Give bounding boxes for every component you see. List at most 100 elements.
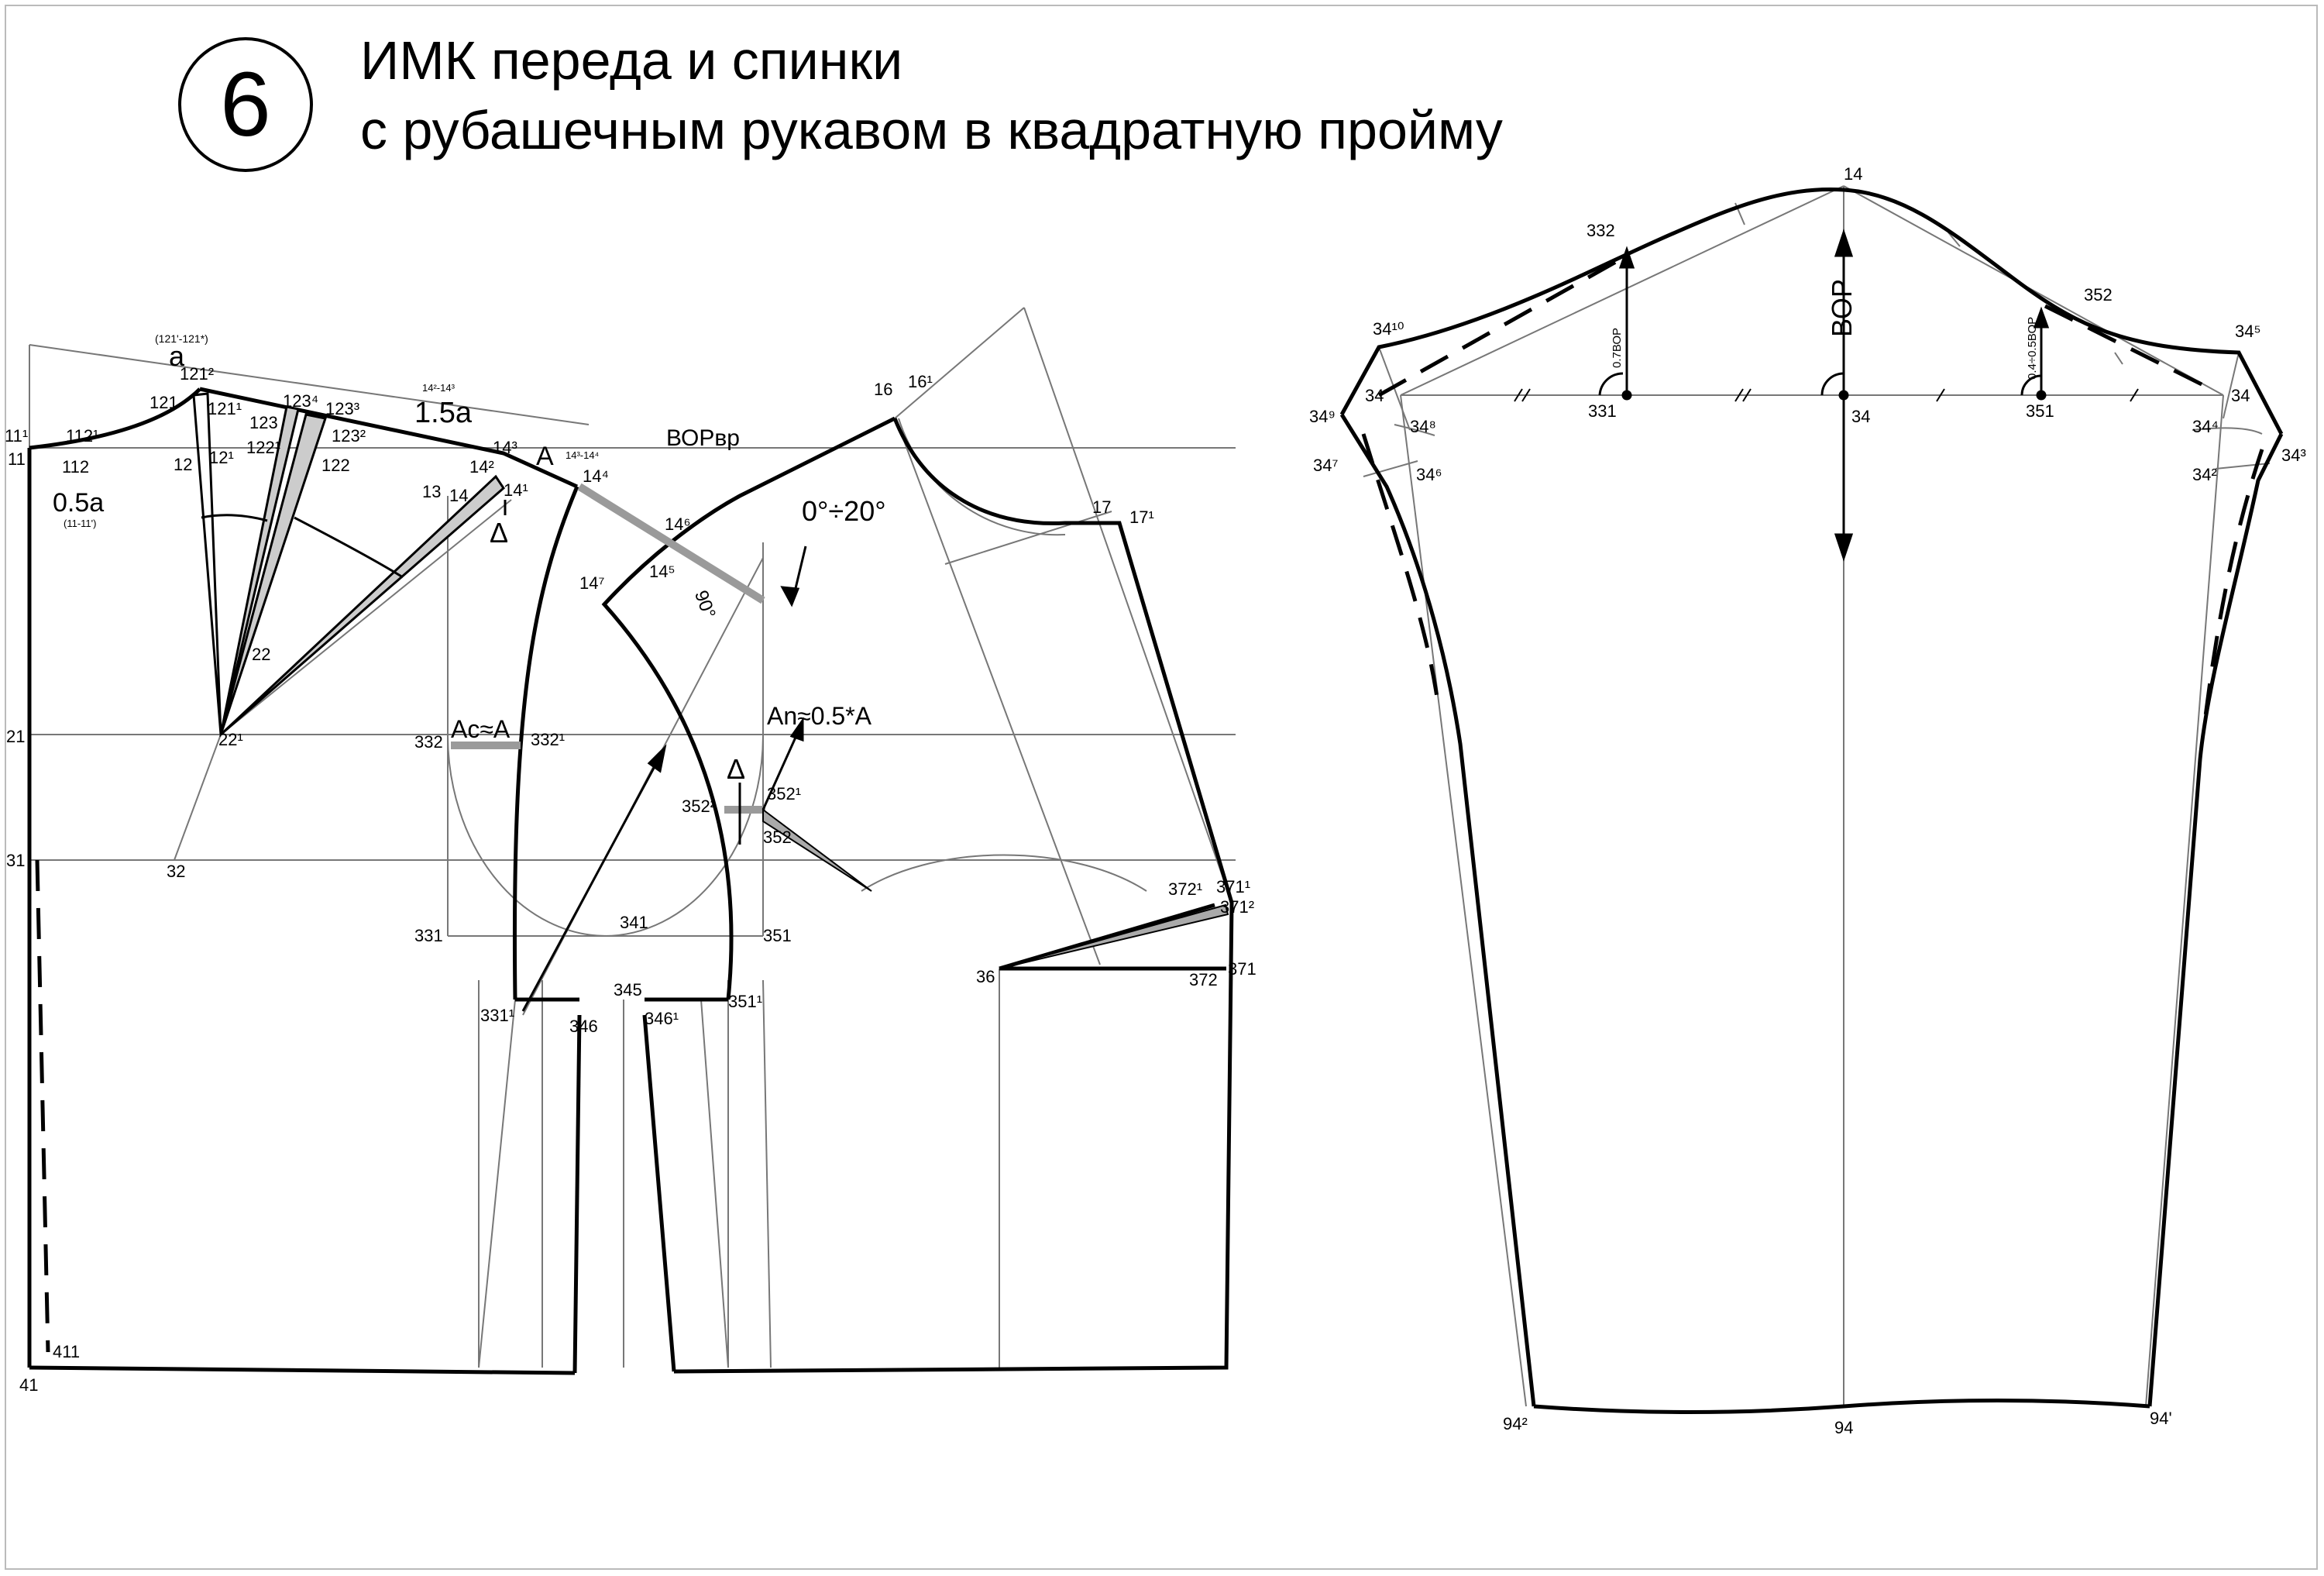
point-21: 21	[6, 727, 25, 746]
label-a-note: (121'-121*)	[155, 332, 208, 345]
point-352-1: 352¹	[767, 784, 801, 803]
point-411: 411	[53, 1342, 80, 1361]
point-14-7: 14⁷	[579, 573, 604, 593]
label-angle-range: 0°÷20°	[802, 495, 886, 527]
sleeve-point-34-3: 34³	[2281, 446, 2306, 465]
point-36: 36	[976, 967, 995, 986]
point-14-6: 14⁶	[665, 514, 691, 534]
sleeve-point-14: 14	[1844, 164, 1862, 184]
point-22: 22	[252, 645, 270, 664]
point-341: 341	[620, 913, 648, 932]
bodice-dashed	[35, 859, 50, 1353]
sleeve-point-34-5: 34⁵	[2235, 322, 2261, 341]
point-121-1: 121¹	[208, 399, 242, 418]
point-331: 331	[414, 926, 443, 945]
sleeve-point-34-7: 34⁷	[1313, 456, 1338, 475]
point-352: 352	[763, 828, 792, 847]
sleeve-point-34-prime: 34'	[1365, 386, 1387, 405]
sleeve-dashed	[1361, 253, 2264, 729]
label-A: A	[536, 442, 554, 471]
label-vop-vr: ВОРвр	[666, 425, 740, 451]
point-14-4: 14⁴	[583, 466, 609, 486]
label-1-5a-note: 14²-14³	[422, 382, 456, 394]
sleeve-point-331: 331	[1588, 401, 1617, 421]
point-12: 12	[174, 455, 192, 474]
point-371-1: 371¹	[1216, 877, 1250, 896]
title-line-2: с рубашечным рукавом в квадратную пройму	[360, 100, 1503, 160]
point-14-1: 14¹	[504, 480, 528, 500]
point-16-1: 16¹	[908, 372, 933, 391]
sleeve-point-332: 332	[1587, 221, 1615, 240]
sleeve-point-34: 34	[1851, 407, 1870, 426]
point-16: 16	[874, 380, 892, 399]
point-17: 17	[1092, 497, 1111, 517]
label-a: a	[169, 340, 185, 372]
point-13: 13	[422, 482, 441, 501]
point-11-1: 11¹	[5, 426, 28, 446]
sleeve-point-34-right: 34	[2231, 386, 2250, 405]
point-31: 31	[6, 851, 25, 870]
point-345: 345	[614, 980, 642, 1000]
label-half-a-note: (11-11')	[64, 518, 96, 529]
point-346-1: 346¹	[645, 1009, 679, 1028]
sleeve-labels: ВОР 0.7ВОР 0.4÷0.5ВОР 14 332 352 34¹⁰ 34…	[1309, 164, 2306, 1437]
side-wedge	[762, 808, 872, 892]
sleeve-arrows	[1598, 229, 2050, 562]
sleeve-point-34-4: 34⁴	[2192, 417, 2219, 436]
dart-shapes	[192, 392, 505, 736]
bodice-arrows	[504, 500, 807, 1012]
point-351: 351	[763, 926, 792, 945]
point-17-1: 17¹	[1129, 508, 1154, 527]
point-11: 11	[8, 449, 26, 469]
sleeve-point-34-2: 34²	[2192, 465, 2217, 484]
point-122-1: 122¹	[246, 438, 280, 457]
label-0-4-0-5vop: 0.4÷0.5ВОР	[2026, 317, 2039, 380]
point-371: 371	[1228, 959, 1257, 979]
label-0-7vop: 0.7ВОР	[1611, 328, 1624, 368]
title-line-1: ИМК переда и спинки	[360, 30, 903, 91]
point-14-3: 14³	[493, 438, 517, 457]
sleeve-point-94-2: 94²	[1503, 1414, 1528, 1433]
point-14-2: 14²	[469, 457, 494, 477]
sleeve-construction-lines	[1363, 185, 2271, 1407]
bodice-labels: a (121'-121*) 0.5a (11-11') 1.5a 14²-14³…	[5, 332, 1257, 1395]
label-1-5a: 1.5a	[414, 397, 473, 429]
figure-number: 6	[220, 53, 271, 156]
point-372-1: 372¹	[1168, 879, 1202, 899]
point-351-1: 351¹	[728, 992, 762, 1011]
label-right-angle: 90°	[690, 587, 720, 621]
sleeve-point-94: 94	[1834, 1418, 1853, 1437]
point-123: 123	[249, 413, 278, 432]
point-352-2: 352²	[682, 797, 716, 816]
point-346: 346	[569, 1017, 598, 1036]
sleeve-point-34-8: 34⁸	[1410, 417, 1436, 436]
side-wedge-2	[999, 903, 1229, 969]
point-32: 32	[167, 862, 185, 881]
label-an: An≈0.5*A	[767, 702, 872, 730]
grey-bands	[451, 483, 765, 814]
point-112-1: 112¹	[66, 426, 98, 446]
point-22-1: 22¹	[218, 730, 243, 749]
point-112: 112	[62, 457, 89, 477]
point-332: 332	[414, 732, 443, 752]
point-14: 14	[449, 486, 468, 505]
point-372: 372	[1189, 970, 1218, 989]
point-123-4: 123⁴	[283, 391, 318, 411]
sheet-border	[5, 5, 2318, 1570]
figure-number-badge: 6	[178, 37, 313, 172]
sleeve-point-34-6: 34⁶	[1416, 465, 1442, 484]
point-41: 41	[19, 1375, 38, 1395]
sleeve-ticks	[1514, 388, 2139, 402]
point-371-2: 371²	[1220, 897, 1254, 917]
point-122: 122	[321, 456, 350, 475]
label-delta-top: Δ	[490, 517, 508, 549]
sleeve-point-34-9: 34⁹	[1309, 407, 1336, 426]
point-123-2: 123²	[332, 426, 366, 446]
sleeve-point-34-10: 34¹⁰	[1373, 319, 1404, 339]
sleeve-point-352: 352	[2084, 285, 2113, 305]
point-331-1: 331¹	[480, 1006, 514, 1025]
point-12-1: 12¹	[209, 448, 234, 467]
point-332-1: 332¹	[531, 730, 565, 749]
